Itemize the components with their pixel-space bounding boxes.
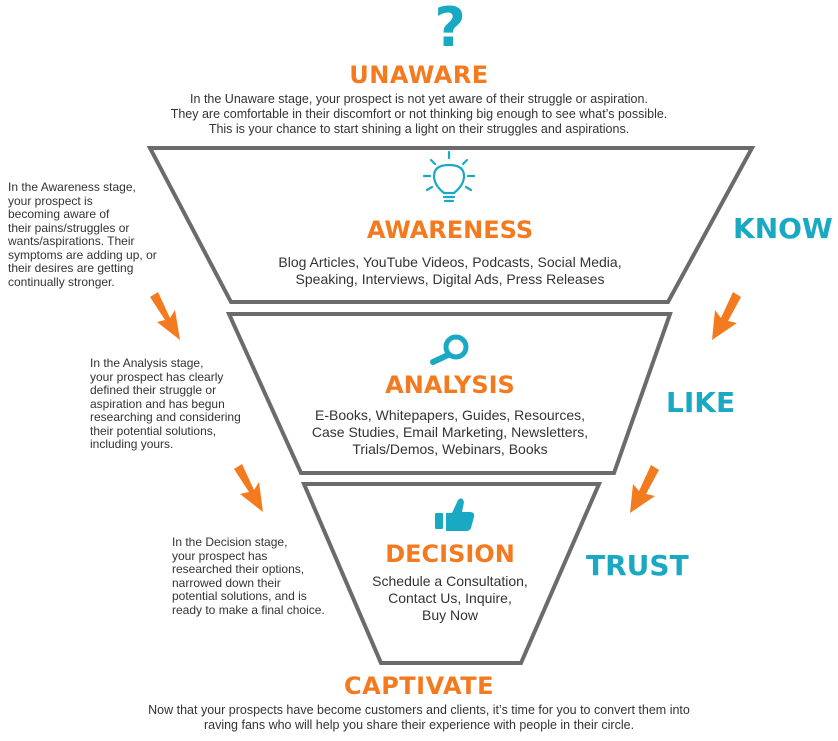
awareness-channels-line: Blog Articles, YouTube Videos, Podcasts,… xyxy=(278,254,622,270)
decision-actions-line: Buy Now xyxy=(421,607,479,623)
decision-note-line: In the Decision stage, xyxy=(172,535,288,549)
analysis-note: In the Analysis stage, your prospect has… xyxy=(90,356,270,452)
decision-note-line: your prospect has xyxy=(172,548,268,563)
awareness-channels-line: Speaking, Interviews, Digital Ads, Press… xyxy=(295,271,605,287)
awareness-note-line: their desires are getting xyxy=(8,261,134,275)
question-mark-icon: ? xyxy=(434,0,466,59)
unaware-description-line: In the Unaware stage, your prospect is n… xyxy=(190,92,648,106)
unaware-title: UNAWARE xyxy=(349,61,489,89)
unaware-description: In the Unaware stage, your prospect is n… xyxy=(0,92,838,137)
captivate-title: CAPTIVATE xyxy=(344,672,494,700)
analysis-note-line: researching and considering xyxy=(90,410,241,424)
analysis-title: ANALYSIS xyxy=(385,371,515,399)
funnel-analysis-section xyxy=(225,312,673,475)
down-arrow-icon xyxy=(150,292,180,340)
analysis-channels-line: Case Studies, Email Marketing, Newslette… xyxy=(311,424,589,440)
know-label: KNOW xyxy=(733,212,833,245)
awareness-note-line: continually stronger. xyxy=(8,274,115,289)
awareness-note-line: symptoms are adding up, or xyxy=(8,247,157,262)
funnel-awareness-section xyxy=(146,146,756,304)
analysis-note-line: your prospect has clearly xyxy=(90,369,224,384)
like-label: LIKE xyxy=(666,386,736,419)
thumbs-up-icon xyxy=(435,498,475,531)
unaware-description-line: This is your chance to start shining a l… xyxy=(208,122,630,136)
analysis-note-line: their potential solutions, xyxy=(90,423,217,438)
decision-note-line: narrowed down their xyxy=(172,575,281,590)
decision-note: In the Decision stage, your prospect has… xyxy=(172,535,352,617)
magnifier-icon xyxy=(430,334,469,365)
awareness-note-line: wants/aspirations. Their xyxy=(8,234,135,248)
decision-note-line: potential solutions, and is xyxy=(172,589,307,603)
analysis-channels: E-Books, Whitepapers, Guides, Resources,… xyxy=(250,407,650,458)
analysis-note-line: aspiration and has begun xyxy=(90,396,225,411)
captivate-description-line: Now that your prospects have become cust… xyxy=(148,703,690,717)
down-arrow-icon xyxy=(630,465,659,513)
decision-note-line: ready to make a final choice. xyxy=(172,602,325,617)
captivate-description: Now that your prospects have become cust… xyxy=(0,703,838,733)
unaware-description-line: They are comfortable in their discomfort… xyxy=(170,107,668,121)
awareness-note-line: your prospect is xyxy=(8,193,93,208)
lightbulb-icon xyxy=(422,150,476,203)
trust-label: TRUST xyxy=(586,549,689,582)
awareness-channels: Blog Articles, YouTube Videos, Podcasts,… xyxy=(220,254,680,288)
decision-title: DECISION xyxy=(385,540,515,568)
funnel-decision-section xyxy=(300,482,603,665)
awareness-note-line: In the Awareness stage, xyxy=(8,180,136,194)
down-arrow-icon xyxy=(234,464,263,512)
decision-actions-line: Contact Us, Inquire, xyxy=(388,590,512,606)
analysis-note-line: including yours. xyxy=(90,437,174,451)
analysis-channels-line: Trials/Demos, Webinars, Books xyxy=(352,441,548,457)
awareness-note-line: becoming aware of xyxy=(8,207,110,221)
analysis-note-line: defined their struggle or xyxy=(90,383,217,397)
decision-actions: Schedule a Consultation, Contact Us, Inq… xyxy=(320,573,580,624)
awareness-note: In the Awareness stage, your prospect is… xyxy=(8,180,178,289)
decision-actions-line: Schedule a Consultation, xyxy=(372,573,528,589)
decision-note-line: researched their options, xyxy=(172,562,305,576)
analysis-note-line: In the Analysis stage, xyxy=(90,356,204,370)
analysis-channels-line: E-Books, Whitepapers, Guides, Resources, xyxy=(314,407,585,423)
awareness-note-line: their pains/struggles or xyxy=(8,220,130,235)
down-arrow-icon xyxy=(712,292,741,340)
awareness-title: AWARENESS xyxy=(366,216,534,244)
captivate-description-line: raving fans who will help you share thei… xyxy=(203,718,635,732)
